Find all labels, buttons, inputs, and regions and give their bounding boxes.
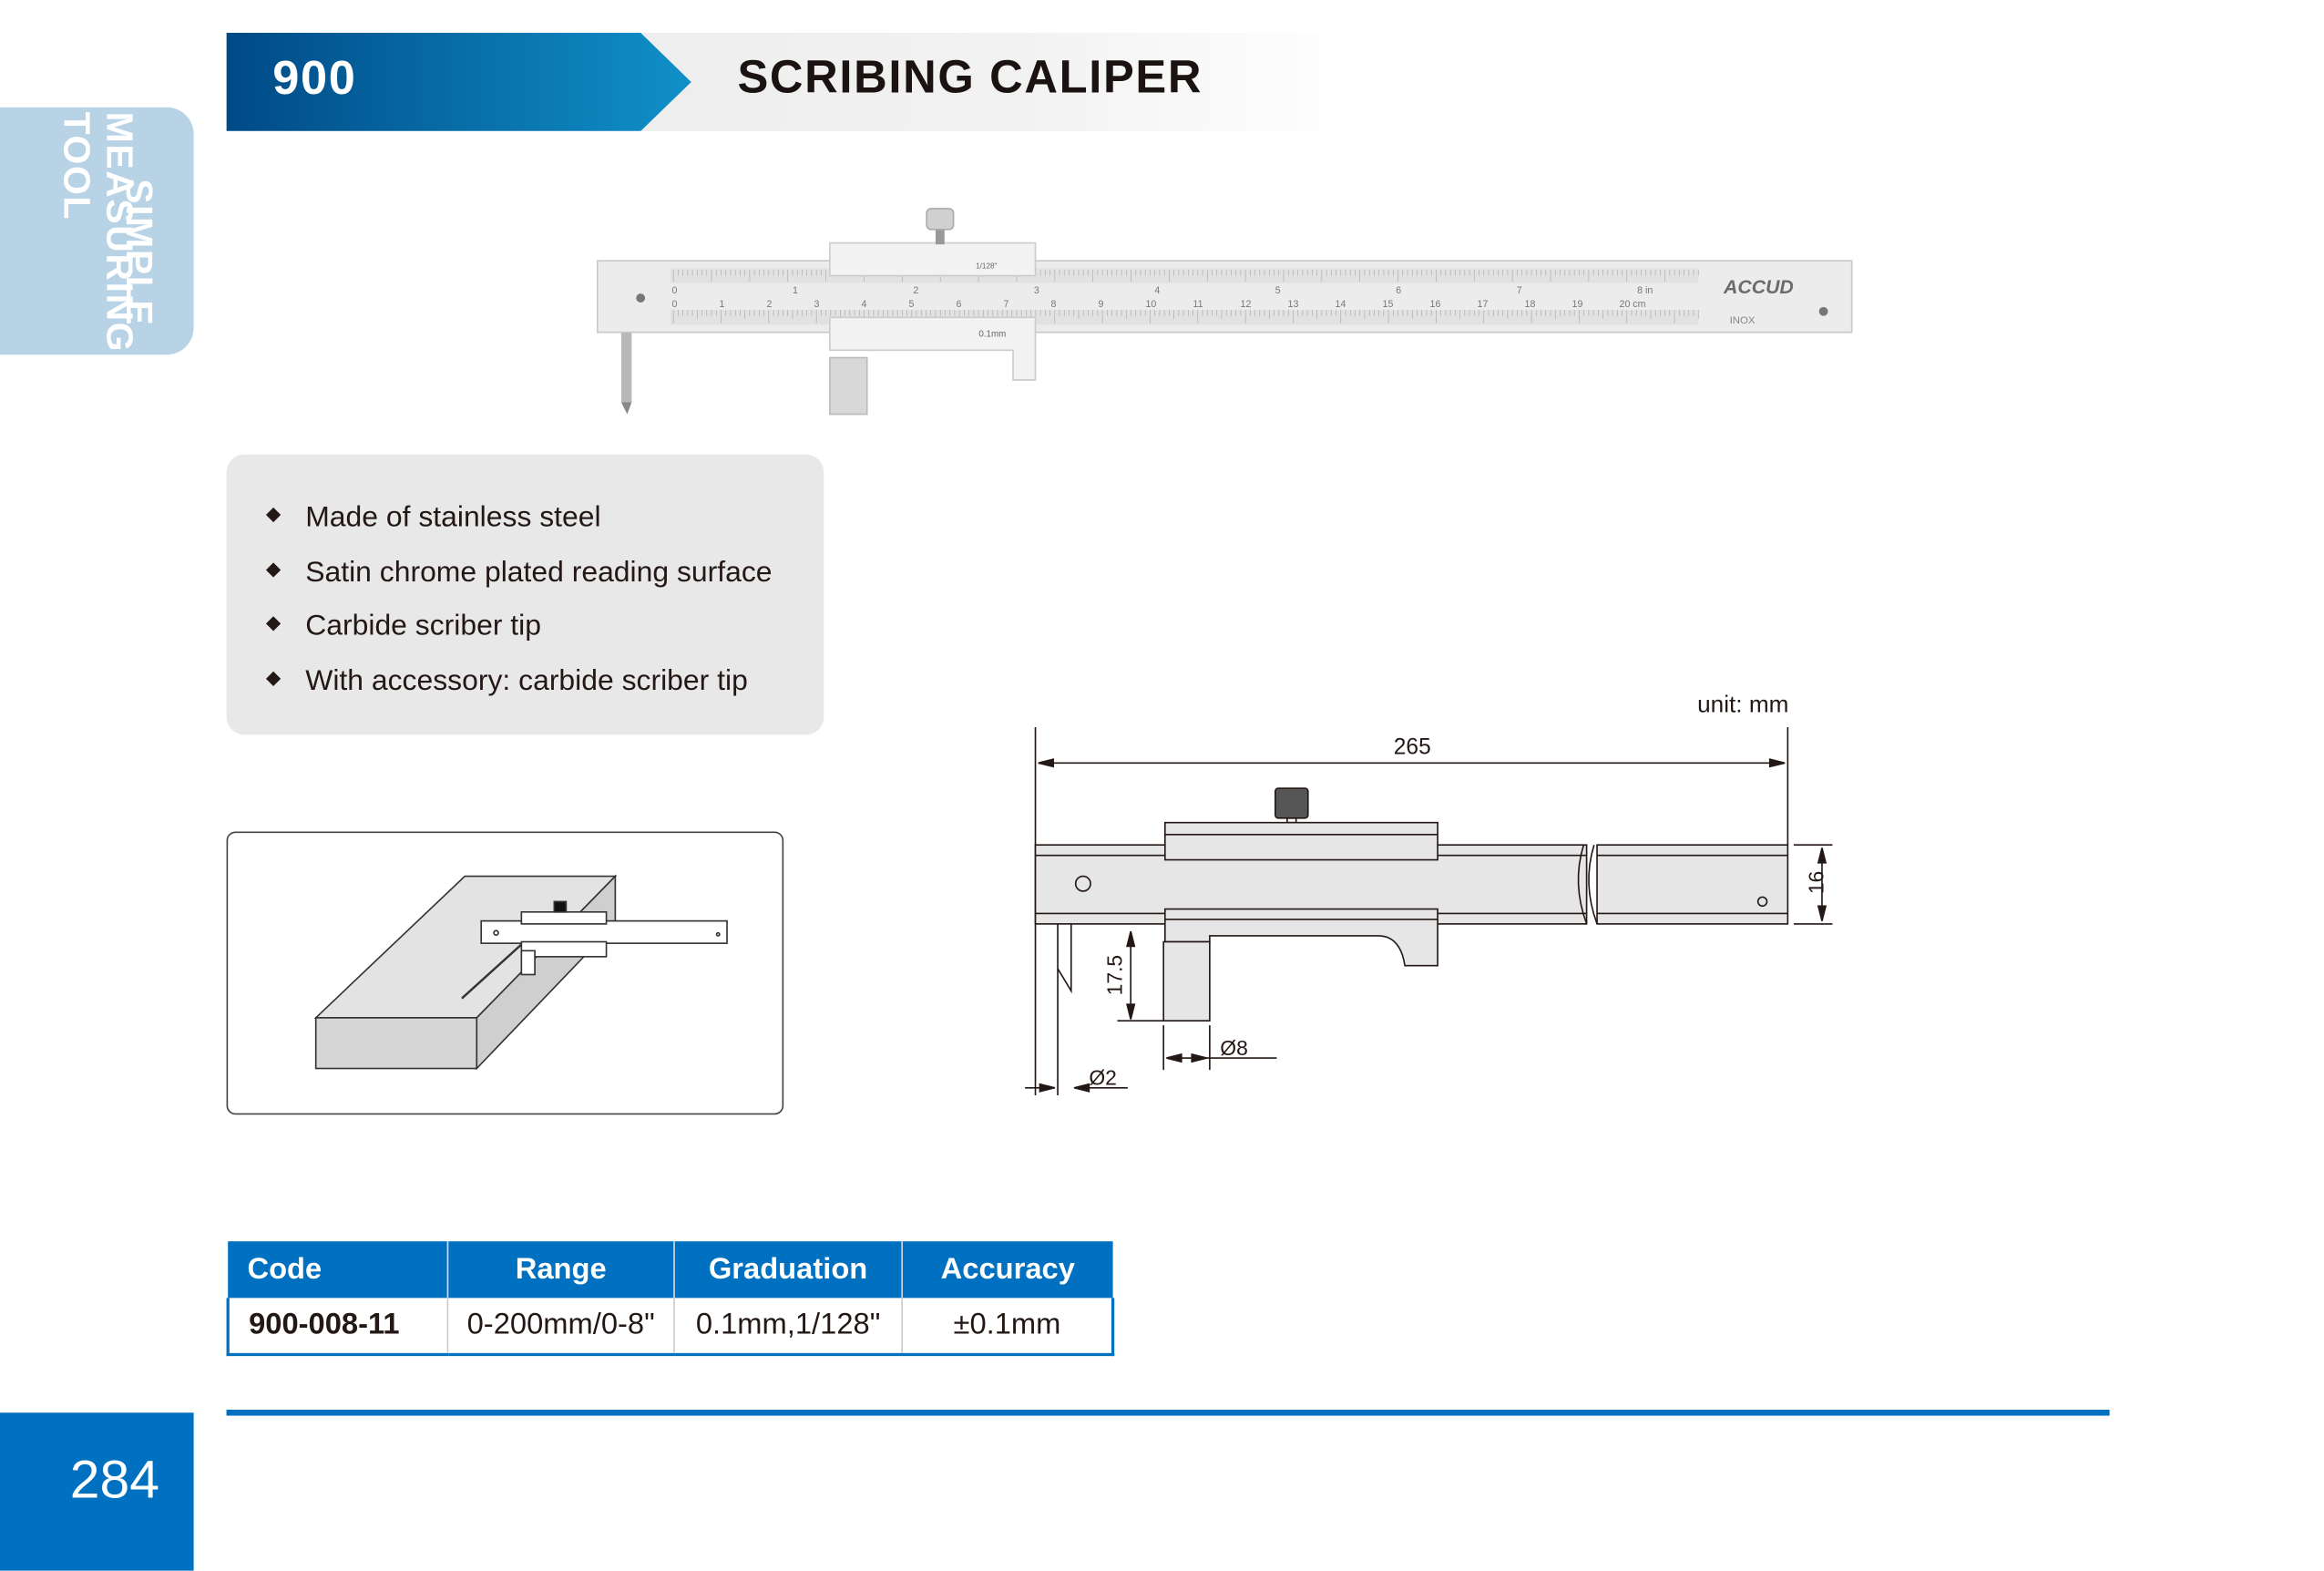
usage-illustration <box>226 831 784 1115</box>
scriber-diameter-label: Ø2 <box>1089 1065 1117 1089</box>
cm-scale-label: 7 <box>1004 299 1009 310</box>
cm-scale-label: 9 <box>1099 299 1104 310</box>
cm-scale-label: 6 <box>957 299 962 310</box>
cm-scale-label: 12 <box>1241 299 1252 310</box>
material-label: INOX <box>1730 315 1756 326</box>
cm-scale-label: 16 <box>1430 299 1441 310</box>
feature-item: Carbide scriber tip <box>265 610 541 644</box>
cm-scale-label: 13 <box>1288 299 1299 310</box>
footer-divider <box>226 1409 2110 1416</box>
inch-scale-label: 7 <box>1517 285 1522 296</box>
vernier-top-label: 1/128" <box>976 262 997 270</box>
length-label: 265 <box>1394 734 1431 759</box>
top-vernier-slider <box>829 241 1037 277</box>
cm-scale-label: 19 <box>1572 299 1583 310</box>
cm-scale-label: 2 <box>767 299 773 310</box>
cm-scale-label: 14 <box>1336 299 1346 310</box>
scriber <box>1057 923 1072 1095</box>
height-label: 16 <box>1805 871 1828 894</box>
inch-scale-label: 2 <box>913 285 918 296</box>
guide-pin <box>829 356 868 416</box>
cm-scale-label: 20 cm <box>1620 299 1646 310</box>
cm-scale-label: 4 <box>862 299 867 310</box>
product-code: 900 <box>272 50 357 105</box>
page-number: 284 <box>69 1448 160 1510</box>
feature-item: With accessory: carbide scriber tip <box>265 664 748 699</box>
inch-scale-label: 1 <box>793 285 798 296</box>
lock-knob <box>926 208 955 231</box>
cm-scale-label: 15 <box>1383 299 1394 310</box>
category-line1: SIMPLE <box>118 179 159 327</box>
cm-scale-label: 18 <box>1525 299 1536 310</box>
inch-scale-label: 4 <box>1154 285 1160 296</box>
cm-scale-label: 5 <box>909 299 915 310</box>
features-box: Made of stainless steel Satin chrome pla… <box>226 454 824 735</box>
pin-diameter-label: Ø8 <box>1220 1036 1248 1060</box>
header-accuracy: Accuracy <box>901 1241 1113 1299</box>
inch-scale-label: 6 <box>1396 285 1401 296</box>
brand-logo: ACCUD <box>1723 276 1794 298</box>
table-header-row: Code Range Graduation Accuracy <box>228 1241 1113 1299</box>
vernier-bottom-label: 0.1mm <box>978 330 1006 340</box>
spec-table: Code Range Graduation Accuracy 900-008-1… <box>226 1241 1115 1357</box>
cell-range: 0-200mm/0-8" <box>446 1298 674 1357</box>
cm-scale-label: 17 <box>1478 299 1489 310</box>
cm-scale-label: 11 <box>1193 299 1203 310</box>
unit-label: unit: mm <box>1697 691 1788 718</box>
header-code-arrow <box>226 32 691 131</box>
cell-accuracy: ±0.1mm <box>901 1298 1115 1357</box>
lower-slider <box>1163 908 1438 967</box>
table-row: 900-008-11 0-200mm/0-8" 0.1mm,1/128" ±0.… <box>226 1298 1115 1357</box>
inch-scale-label: 3 <box>1034 285 1039 296</box>
cell-code: 900-008-11 <box>226 1298 448 1357</box>
feature-item: Satin chrome plated reading surface <box>265 556 773 590</box>
product-title: SCRIBING CALIPER <box>737 50 1203 103</box>
feature-item: Made of stainless steel <box>265 500 601 535</box>
page-number-box <box>0 1412 194 1571</box>
inch-scale-label: 0 <box>672 285 678 296</box>
knob <box>1274 787 1309 819</box>
cm-scale-label: 10 <box>1146 299 1157 310</box>
category-line2: MEASURING TOOL <box>55 111 140 354</box>
header-code: Code <box>228 1241 448 1299</box>
cm-scale-label: 1 <box>720 299 725 310</box>
pin-length-label: 17.5 <box>1102 955 1126 996</box>
header-range: Range <box>446 1241 674 1299</box>
bottom-vernier-slider <box>829 316 1037 381</box>
cell-graduation: 0.1mm,1/128" <box>673 1298 903 1357</box>
inch-scale-label: 8 in <box>1637 285 1653 296</box>
cm-scale-label: 8 <box>1051 299 1057 310</box>
technical-drawing: unit: mm 265 16 <box>1025 691 1833 1095</box>
guide-pin <box>1162 940 1211 1022</box>
upper-slider <box>1163 821 1438 861</box>
header-graduation: Graduation <box>673 1241 903 1299</box>
cm-scale-label: 3 <box>814 299 820 310</box>
inch-scale-label: 5 <box>1275 285 1281 296</box>
scriber-needle <box>620 331 632 403</box>
cm-scale-label: 0 <box>672 299 678 310</box>
category-tab: SIMPLE MEASURING TOOL <box>0 107 194 355</box>
